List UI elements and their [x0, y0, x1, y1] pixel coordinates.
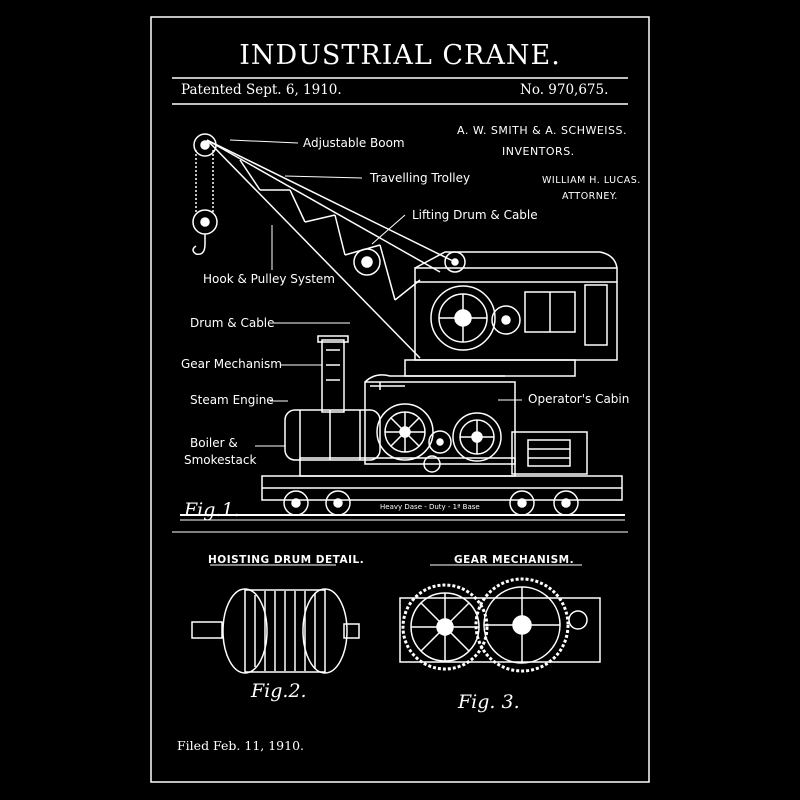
fig1-caption: Fig.1. — [184, 499, 240, 521]
gear-mechanism-title: GEAR MECHANISM. — [454, 554, 575, 566]
lower-cabinet — [511, 431, 588, 475]
turntable — [370, 359, 576, 390]
fig3-caption: Fig. 3. — [458, 691, 520, 713]
rail-track — [180, 514, 625, 521]
fig2-caption: Fig.2. — [251, 680, 307, 702]
outer-border — [150, 16, 650, 783]
inventors-caption: INVENTORS. — [502, 145, 575, 158]
inventors: A. W. SMITH & A. SCHWEISS. — [457, 124, 628, 137]
filed-date: Filed Feb. 11, 1910. — [177, 738, 305, 753]
label-operators-cabin: Operator's Cabin — [528, 392, 630, 406]
label-drum-cable: Drum & Cable — [190, 316, 275, 330]
attorney-name: WILLIAM H. LUCAS. — [542, 175, 641, 186]
hoisting-drum-title: HOISTING DRUM DETAIL. — [208, 554, 365, 566]
undercarriage — [261, 457, 623, 516]
label-steam-engine: Steam Engine — [190, 393, 274, 407]
upper-cabin — [414, 251, 618, 361]
attorney-caption: ATTORNEY. — [562, 191, 618, 202]
label-boiler-line2: Smokestack — [184, 453, 257, 467]
hoisting-drum — [191, 564, 360, 674]
leader-lines — [229, 139, 522, 447]
patent-date: Patented Sept. 6, 1910. — [181, 82, 342, 98]
gear-mechanism — [399, 564, 601, 673]
boiler-smokestack — [284, 335, 381, 461]
engine-gears — [364, 374, 516, 473]
base-caption: Heavy Dase - Duty - 1ª Base — [380, 503, 480, 511]
label-travelling-trolley: Travelling Trolley — [370, 171, 471, 185]
page-title: INDUSTRIAL CRANE. — [239, 40, 561, 71]
label-boiler-line1: Boiler & — [190, 436, 238, 450]
label-hook-pulley: Hook & Pulley System — [203, 272, 335, 286]
patent-number: No. 970,675. — [520, 82, 609, 98]
label-gear-mechanism: Gear Mechanism — [181, 357, 282, 371]
crane-boom — [193, 133, 456, 359]
hook-pulley — [192, 150, 218, 256]
label-lifting-drum: Lifting Drum & Cable — [412, 208, 538, 222]
label-adjustable-boom: Adjustable Boom — [303, 136, 405, 150]
